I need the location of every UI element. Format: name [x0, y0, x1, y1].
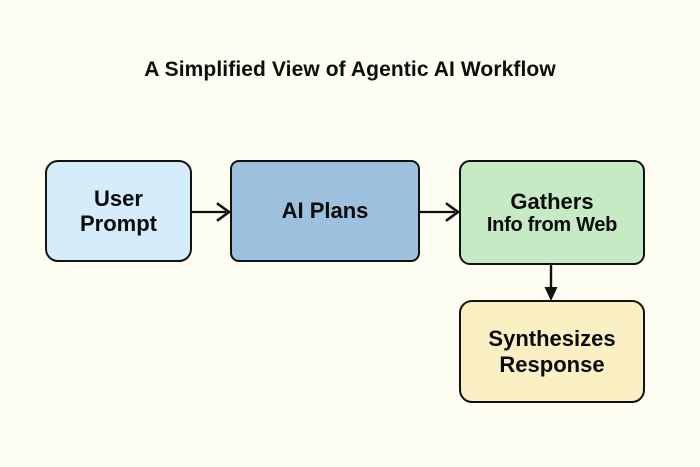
node-gathers-info-from-web[interactable]: Gathers Info from Web — [459, 160, 645, 265]
node-user-prompt-line1: User — [94, 185, 143, 211]
node-synthesizes-response[interactable]: Synthesizes Response — [459, 300, 645, 403]
node-gathers-line2: Info from Web — [486, 213, 618, 236]
node-user-prompt[interactable]: User Prompt — [45, 160, 192, 262]
arrow-gathers-to-synthesizes — [540, 263, 564, 303]
arrow-right-icon — [420, 202, 461, 222]
arrow-down-icon — [544, 263, 558, 301]
arrow-right-icon — [192, 202, 232, 222]
arrow-ai-plans-to-gathers — [420, 200, 461, 224]
node-synthesizes-line2: Response — [499, 351, 605, 377]
node-synthesizes-line1: Synthesizes — [488, 326, 616, 352]
diagram-title: A Simplified View of Agentic AI Workflow — [144, 58, 556, 81]
node-ai-plans-line1: AI Plans — [281, 198, 369, 224]
node-ai-plans[interactable]: AI Plans — [230, 160, 420, 262]
node-user-prompt-line2: Prompt — [80, 211, 157, 236]
node-gathers-line1: Gathers — [510, 188, 594, 214]
arrow-user-prompt-to-ai-plans — [192, 200, 232, 224]
